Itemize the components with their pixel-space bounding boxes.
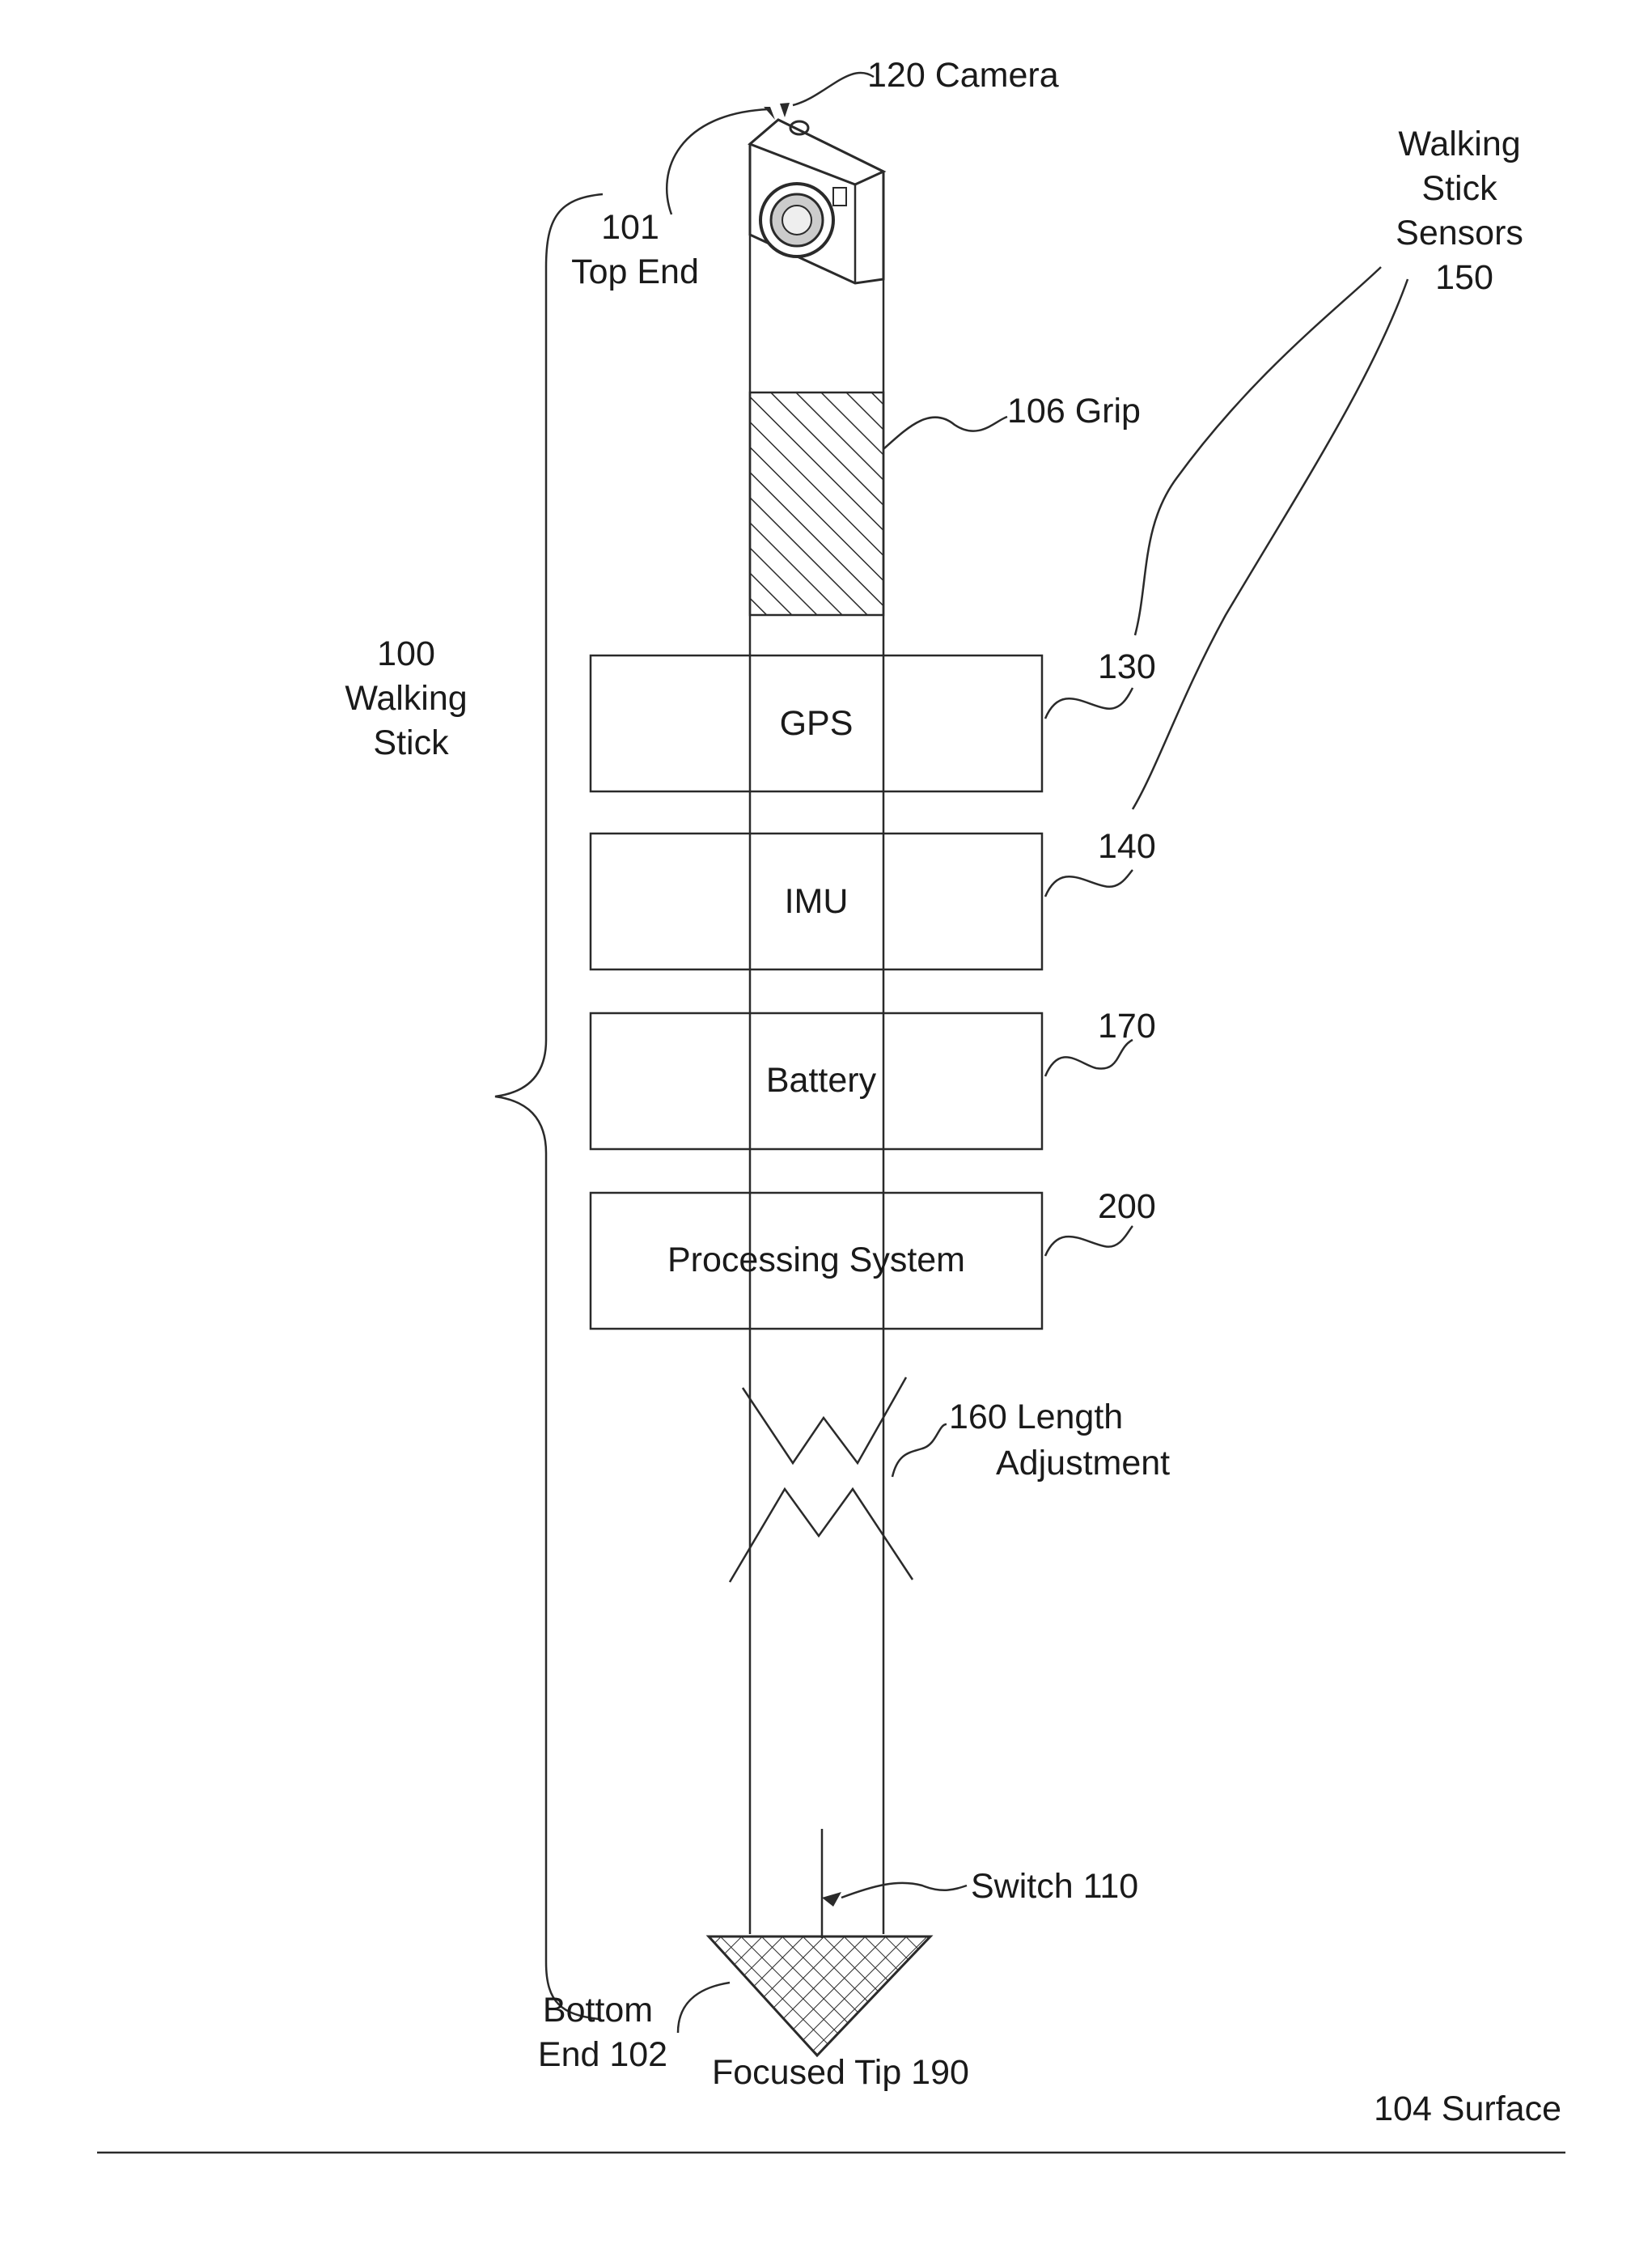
imu-ref: 140 xyxy=(1098,827,1156,866)
focused-tip xyxy=(705,1935,934,2058)
gps-module xyxy=(589,654,1044,793)
walking-stick-label: 100 Walking Stick xyxy=(345,634,477,762)
processing-ref: 200 xyxy=(1098,1187,1156,1226)
camera-label: 120 Camera xyxy=(867,56,1059,95)
focused-tip-label: Focused Tip 190 xyxy=(712,2053,969,2092)
battery-module xyxy=(589,1012,1044,1151)
length-adjustment-symbol xyxy=(728,1377,914,1583)
surface-label: 104 Surface xyxy=(1374,2089,1561,2128)
switch xyxy=(820,1829,841,1938)
walking-stick-brace xyxy=(494,193,604,2021)
gps-ref: 130 xyxy=(1098,647,1156,686)
bottom-end-label: Bottom End 102 xyxy=(538,1991,667,2074)
battery-ref: 170 xyxy=(1098,1007,1156,1046)
processing-system-label: Processing System xyxy=(667,1241,965,1279)
top-end-label: 101 Top End xyxy=(571,208,699,291)
imu-label: IMU xyxy=(785,882,849,921)
battery-label: Battery xyxy=(766,1061,877,1100)
switch-label: Switch 110 xyxy=(971,1867,1138,1906)
gps-label: GPS xyxy=(780,704,854,743)
camera-icon xyxy=(748,103,887,285)
processing-system-module xyxy=(589,1191,1044,1330)
grip-label: 106 Grip xyxy=(1007,392,1141,431)
length-adjustment-label: 160 Length Adjustment xyxy=(949,1398,1170,1483)
grip xyxy=(748,391,885,617)
leader-lines xyxy=(665,71,1409,2034)
imu-module xyxy=(589,832,1044,971)
sensors-label: Walking Stick Sensors 150 xyxy=(1396,125,1533,297)
